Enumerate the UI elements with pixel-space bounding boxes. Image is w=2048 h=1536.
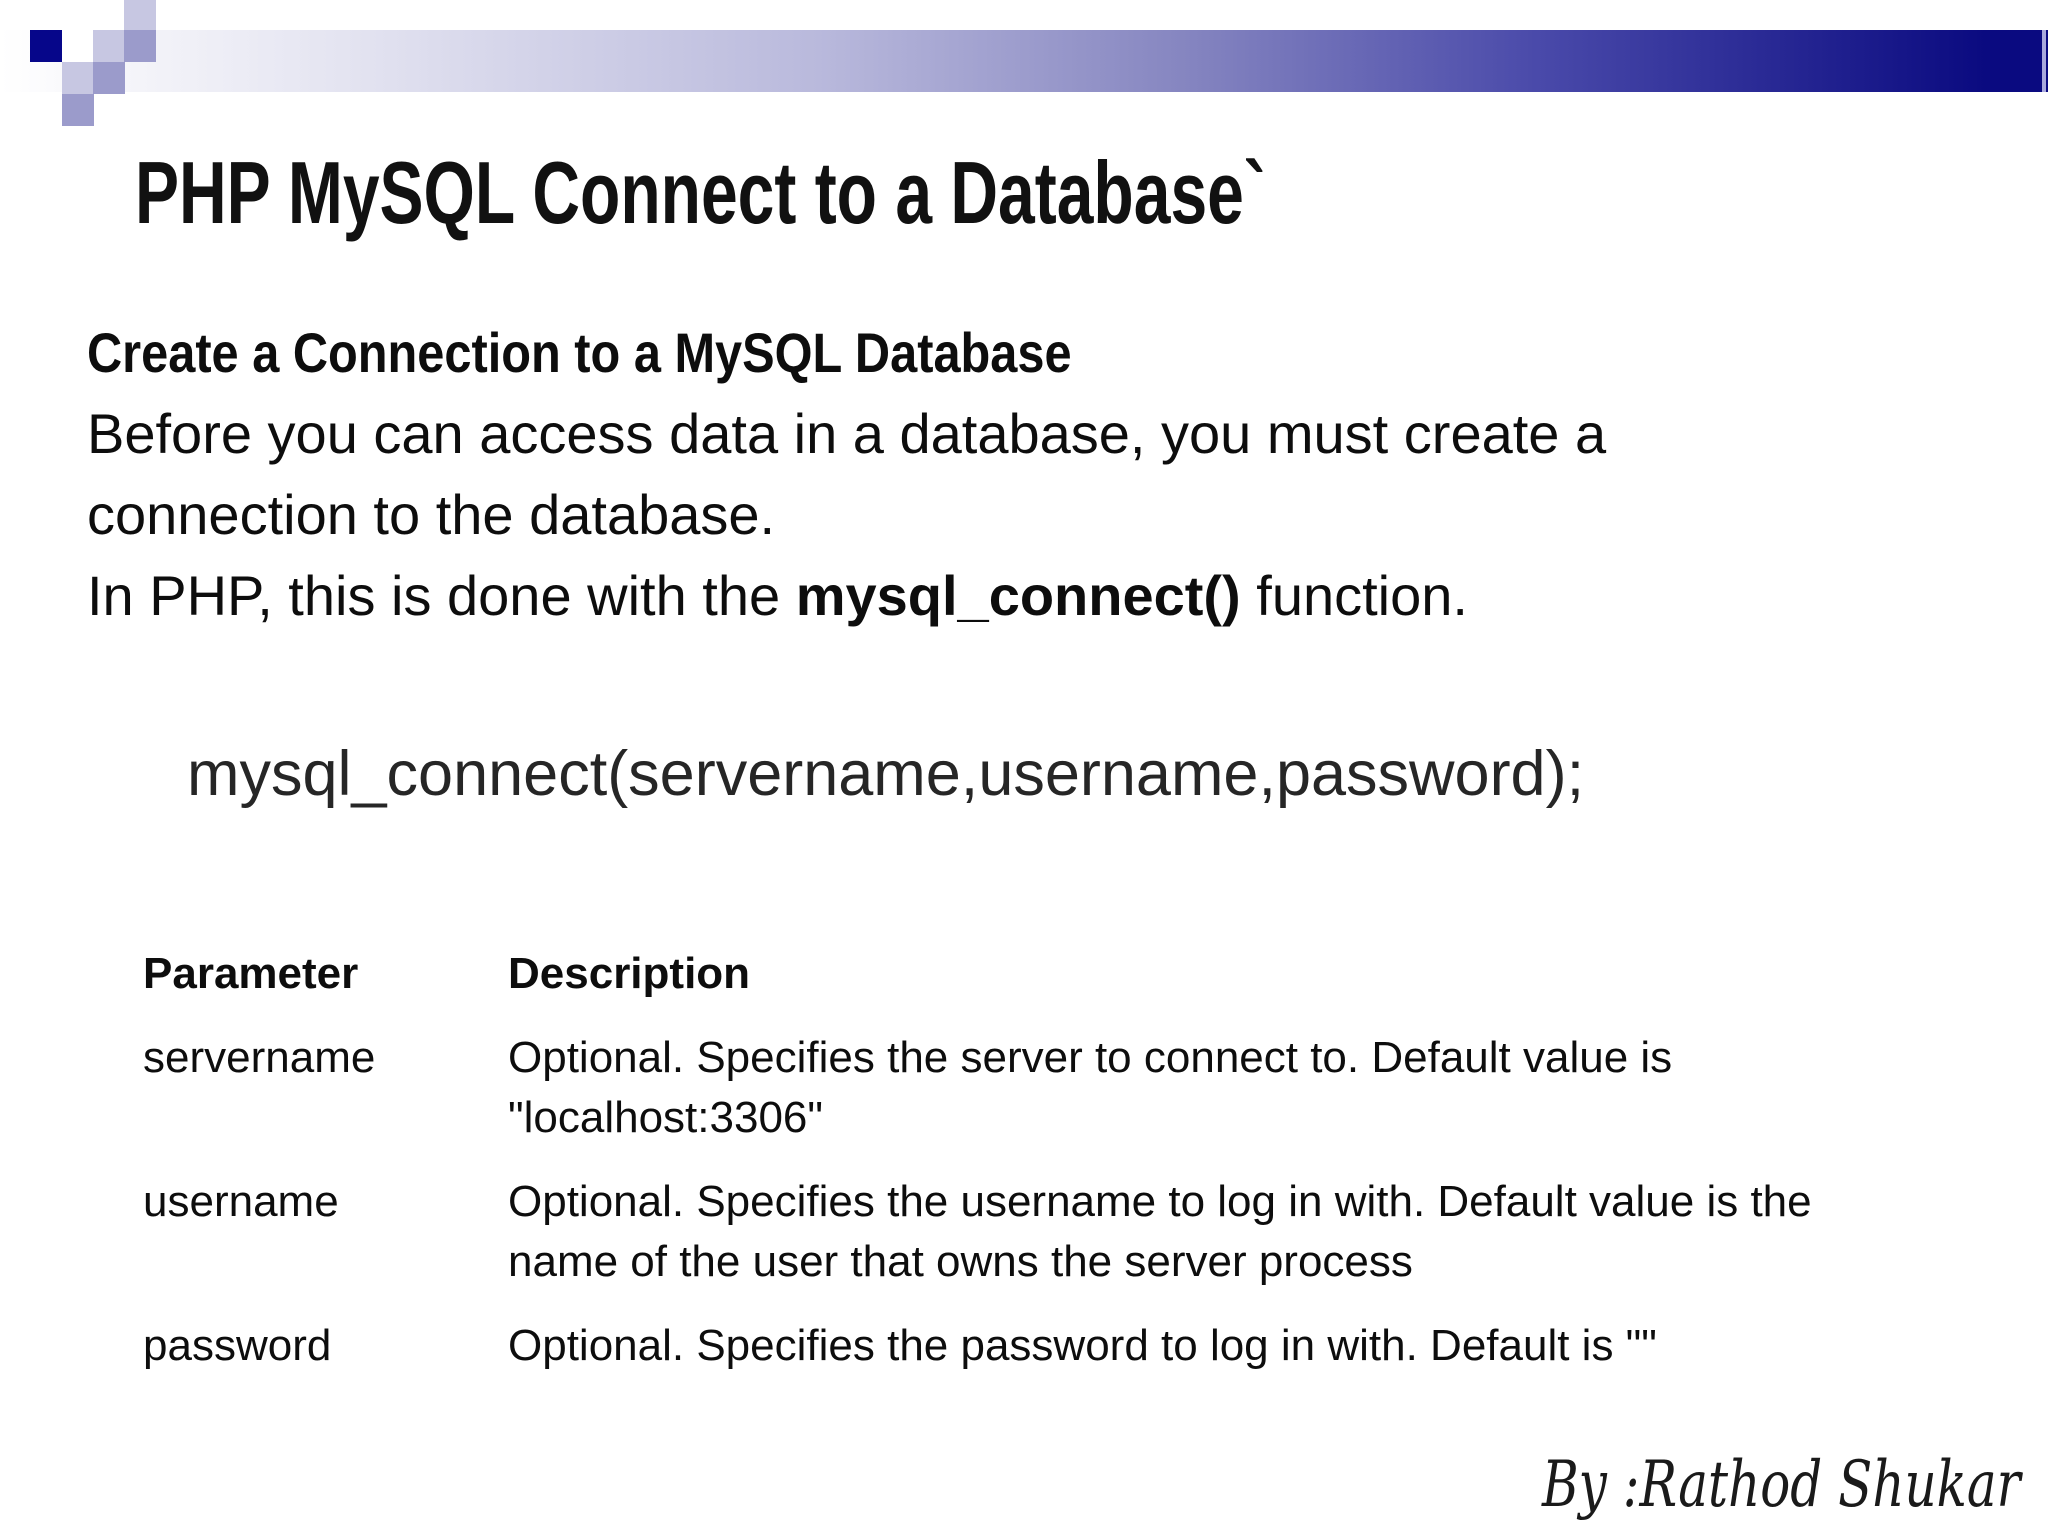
decor-square [124,30,156,62]
table-row-desc: Optional. Specifies the server to connec… [508,1033,1673,1142]
body-line-3: In PHP, this is done with the mysql_conn… [87,555,1606,636]
body-line-3-prefix: In PHP, this is done with the [87,564,796,627]
code-syntax: mysql_connect(servername,username,passwo… [187,739,1585,809]
decor-square [62,30,94,62]
table-row-param: servername [143,1033,376,1082]
slide-title: PHP MySQL Connect to a Database` [135,143,1266,242]
body-line-3-suffix: function. [1240,564,1468,627]
table-row-param: username [143,1177,339,1226]
decor-square [62,62,94,94]
table-header-parameter: Parameter [143,949,359,998]
body-line-2: connection to the database. [87,483,776,546]
decor-square [124,0,156,30]
function-name-bold: mysql_connect() [795,564,1241,627]
banner-gradient-bar [0,30,2048,92]
decor-square [30,30,62,62]
table-row-desc: Optional. Specifies the password to log … [508,1321,1657,1370]
author-byline: By :Rathod Shukar [1541,1448,2020,1522]
parameter-table: Parameter Description servername Optiona… [143,944,1908,1376]
section-heading: Create a Connection to a MySQL Database [87,321,1072,384]
decor-square [93,30,125,62]
table-row-desc: Optional. Specifies the username to log … [508,1177,1812,1286]
table-header-description: Description [508,949,751,998]
table-row-param: password [143,1321,332,1370]
decor-square [62,94,94,126]
decor-square [93,62,125,94]
body-paragraph: Create a Connection to a MySQL Database … [87,312,1606,636]
body-line-1: Before you can access data in a database… [87,402,1607,465]
